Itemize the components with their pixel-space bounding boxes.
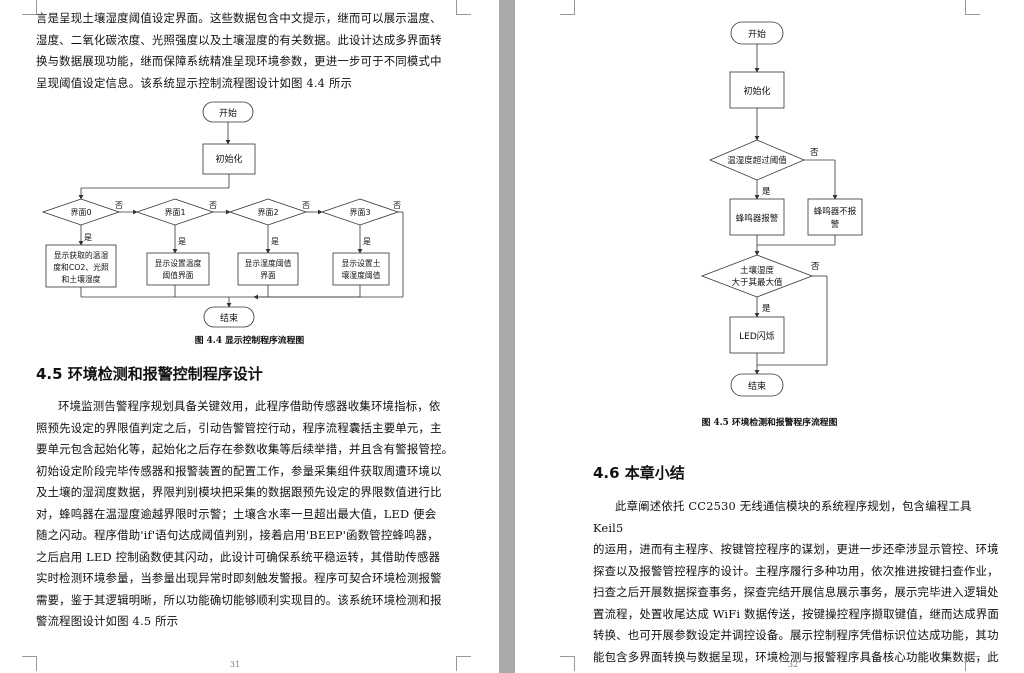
- end-label: 结束: [748, 380, 766, 392]
- text-line: 实时检测环境参量，当参量出现异常时即刻触发警报。程序可契合环境检测报警: [36, 571, 442, 585]
- action0-line: 和土壤湿度: [62, 274, 101, 284]
- no-label: 否: [811, 262, 820, 272]
- text-line: 置流程，处置收尾达成 WiFi 数据传送，按键操控程序撷取键值，继而达成界面: [593, 606, 1000, 621]
- buzzer-on-label: 蜂鸣器报警: [736, 213, 779, 224]
- crop-mark: [560, 0, 575, 15]
- text-line: 照预先设定的界限值判定之后，引动告警管控行动，程序流程囊括主要单元，主: [36, 420, 442, 435]
- yes-label: 是: [762, 304, 771, 314]
- text-line: 能包含多界面转换与数据呈现，环境检测与报警程序具备核心功能收集数据，此: [593, 649, 999, 664]
- page-number: 31: [230, 660, 241, 669]
- text-line: 呈现阈值设定信息。该系统显示控制流程图设计如图 4.4 所示: [36, 75, 353, 90]
- led-label: LED闪烁: [739, 330, 775, 342]
- start-label: 开始: [219, 107, 237, 119]
- action2-line: 显示湿度阈值: [245, 258, 292, 268]
- no-label: 否: [209, 201, 217, 210]
- screen3-label: 界面3: [349, 208, 370, 217]
- screen1-label: 界面1: [164, 208, 185, 217]
- crop-mark: [965, 656, 980, 671]
- yes-label: 是: [363, 237, 371, 246]
- action3-line: 显示设置土: [342, 258, 381, 268]
- init-box: [729, 71, 785, 109]
- buzzer-off-line: 警: [831, 219, 840, 230]
- no-label: 否: [393, 201, 401, 210]
- text-line: 此章阐述依托 CC2530 无线通信模块的系统程序规划，包含编程工具 Keil5: [593, 499, 972, 535]
- decision-soil-humidity: [700, 254, 814, 298]
- body-paragraph: 此章阐述依托 CC2530 无线通信模块的系统程序规划，包含编程工具 Keil5…: [593, 496, 1005, 668]
- end-terminal: [203, 306, 255, 328]
- text-line: 言是呈现土壤湿度阈值设定界面。这些数据包含中文提示，继而可以展示温度、: [36, 11, 442, 25]
- yes-label: 是: [84, 233, 92, 242]
- buzzer-alarm-box: [729, 198, 785, 236]
- crop-mark: [965, 0, 980, 15]
- buzzer-off-box: [807, 198, 863, 236]
- action0-line: 度和CO2、光照: [53, 262, 109, 272]
- action-box-screen3: [332, 252, 390, 286]
- decision2-line: 大于其最大值: [731, 277, 783, 288]
- text-line: 随之闪动。程序借助'if'语句达成阈值判别，接着启用'BEEP'函数管控蜂鸣器，: [36, 528, 439, 542]
- section-heading: 4.6 本章小结: [593, 464, 685, 482]
- yes-label: 是: [762, 187, 771, 197]
- buzzer-off-line: 蜂鸣器不报: [814, 206, 857, 217]
- action1-line: 显示设置温度: [155, 258, 202, 268]
- body-paragraph: 环境监测告警程序规划具备关键效用，此程序借助传感器收集环境指标，依 照预先设定的…: [36, 396, 476, 633]
- text-line: 环境监测告警程序规划具备关键效用，此程序借助传感器收集环境指标，依: [58, 399, 441, 413]
- text-line: 之后启用 LED 控制函数使其闪动，此设计可确保系统平稳运转，其借助传感器: [36, 549, 441, 564]
- start-label: 开始: [748, 28, 766, 40]
- no-label: 否: [810, 148, 819, 158]
- figure-caption: 图 4.5 环境检测和报警程序流程图: [701, 418, 838, 428]
- yes-label: 是: [178, 237, 186, 246]
- crop-mark: [456, 656, 471, 671]
- text-line: 及土壤的湿润度数据，界限判别模块把采集的数据跟预先设定的界限数值进行比: [36, 485, 442, 499]
- led-flash-box: [729, 316, 785, 354]
- text-line: 扫查之后开展数据探查事务，探查完结开展信息展示事务，展示完毕进入逻辑处: [593, 585, 999, 599]
- action2-line: 界面: [260, 271, 276, 280]
- yes-label: 是: [271, 237, 279, 246]
- action1-line: 阈值界面: [162, 270, 193, 280]
- no-label: 否: [302, 201, 310, 210]
- page-number: 32: [788, 660, 799, 669]
- document-page-32: 开始 初始化 温湿度超过阈值 否 是 蜂鸣器报警 蜂鸣器不报 警 土壤湿度 大于…: [515, 0, 1024, 673]
- action0-line: 显示获取的温湿: [54, 250, 109, 260]
- action-box-screen2: [237, 252, 299, 286]
- action-box-screen1: [146, 252, 210, 286]
- screen0-label: 界面0: [70, 208, 91, 217]
- no-label: 否: [115, 201, 123, 210]
- decision1-label: 温湿度超过阈值: [727, 155, 787, 166]
- crop-mark: [22, 656, 37, 671]
- alarm-control-flowchart: 开始 初始化 温湿度超过阈值 否 是 蜂鸣器报警 蜂鸣器不报 警 土壤湿度 大于…: [700, 21, 863, 397]
- display-control-flowchart: 开始 初始化 界面0 界面1 界面2 界面3 否 否 否 否 是 是 是 是 显…: [41, 101, 404, 328]
- text-line: 需要，鉴于其逻辑明晰，所以功能确切能够顺利实现目的。该系统环境检测和报: [36, 592, 442, 607]
- text-line: 探查以及报警管控程序的设计。主程序履行多种功用，依次推进按键扫查作业，: [593, 563, 999, 578]
- text-line: 湿度、二氧化碳浓度、光照强度以及土壤湿度的有关数据。此设计达成多界面转: [36, 32, 442, 47]
- text-line: 的运用，进而有主程序、按键管控程序的谋划，更进一步还牵涉显示管控、环境: [593, 542, 999, 556]
- text-line: 初始设定阶段完毕传感器和报警装置的配置工作，参量采集组件获取周遭环境以: [36, 463, 442, 478]
- intro-paragraph: 言是呈现土壤湿度阈值设定界面。这些数据包含中文提示，继而可以展示温度、 湿度、二…: [36, 8, 476, 94]
- init-box: [202, 143, 256, 175]
- screen2-label: 界面2: [257, 208, 278, 217]
- section-heading: 4.5 环境检测和报警控制程序设计: [36, 365, 263, 383]
- action-box-screen0: [45, 244, 117, 288]
- init-label: 初始化: [215, 153, 242, 165]
- crop-mark: [456, 0, 471, 15]
- decision2-line: 土壤湿度: [740, 265, 775, 276]
- init-label: 初始化: [743, 85, 770, 97]
- text-line: 转换、也可开展参数设定并调控设备。展示控制程序凭借标识位达成功能，其功: [593, 628, 999, 642]
- text-line: 换与数据展现功能，继而保障系统精准呈现环境参数，更进一步可于不同模式中: [36, 54, 442, 68]
- text-line: 警流程图设计如图 4.5 所示: [36, 614, 179, 628]
- end-label: 结束: [220, 312, 238, 324]
- figure-caption: 图 4.4 显示控制程序流程图: [194, 336, 305, 346]
- crop-mark: [22, 0, 37, 15]
- text-line: 要单元包含起始化等，起始化之后存在参数收集等后续举措，并且含有警报管控。: [36, 442, 454, 456]
- document-page-31: 言是呈现土壤湿度阈值设定界面。这些数据包含中文提示，继而可以展示温度、 湿度、二…: [0, 0, 499, 673]
- action3-line: 壤湿度阈值: [342, 270, 381, 280]
- end-terminal: [730, 373, 784, 397]
- text-line: 对，蜂鸣器在温湿度逾越界限时示警；土壤含水率一旦超出最大值，LED 便会: [36, 506, 437, 521]
- crop-mark: [560, 656, 575, 671]
